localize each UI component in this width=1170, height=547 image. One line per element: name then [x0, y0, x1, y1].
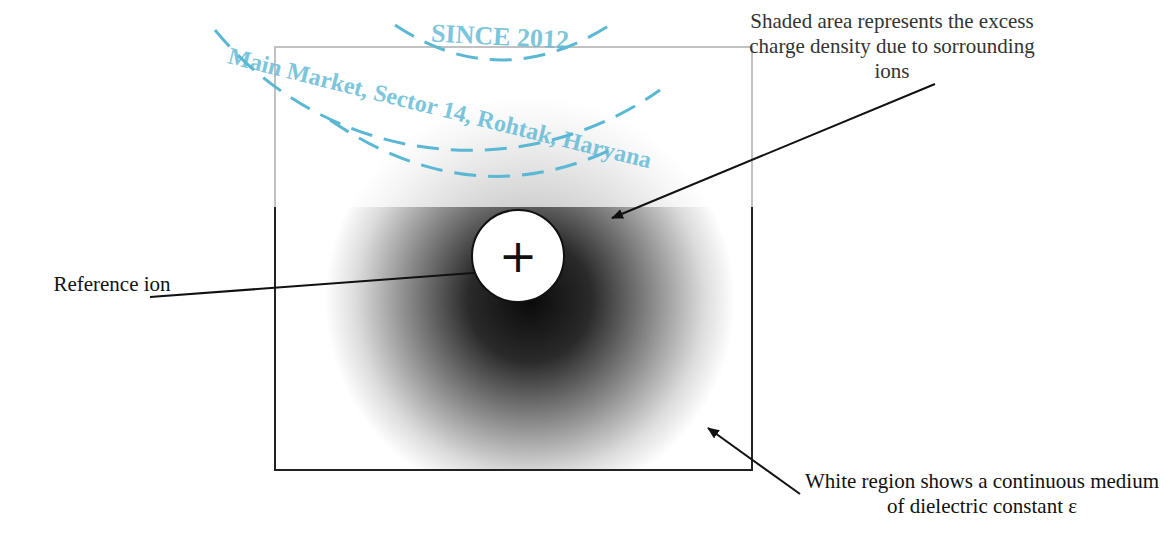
reference-ion-circle: + [471, 209, 565, 303]
callout-label: Shaded area represents the excess charge… [747, 9, 1037, 84]
leader-arrow [612, 84, 935, 218]
ion-charge-sign: + [499, 233, 538, 279]
leader-arrow [150, 271, 500, 297]
leader-arrow [708, 428, 800, 494]
callout-label: White region shows a continuous medium o… [802, 469, 1162, 519]
watermark-wash [262, 0, 762, 207]
callout-label: Reference ion [52, 272, 172, 297]
